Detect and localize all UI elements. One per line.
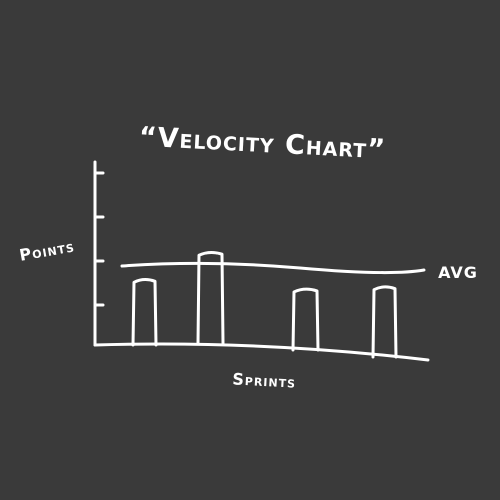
average-line-label: AVG [438, 263, 478, 282]
bar-4 [371, 285, 398, 359]
bar-2 [196, 250, 225, 345]
x-axis-line [93, 342, 430, 362]
chart-title: “Velocity Chart” [138, 122, 387, 166]
average-line [120, 261, 426, 275]
x-axis-label: Sprints [232, 369, 297, 391]
bar-3 [291, 287, 320, 352]
chart-marks [93, 160, 430, 362]
bar-1 [131, 278, 158, 347]
y-axis-label: Points [18, 236, 76, 264]
